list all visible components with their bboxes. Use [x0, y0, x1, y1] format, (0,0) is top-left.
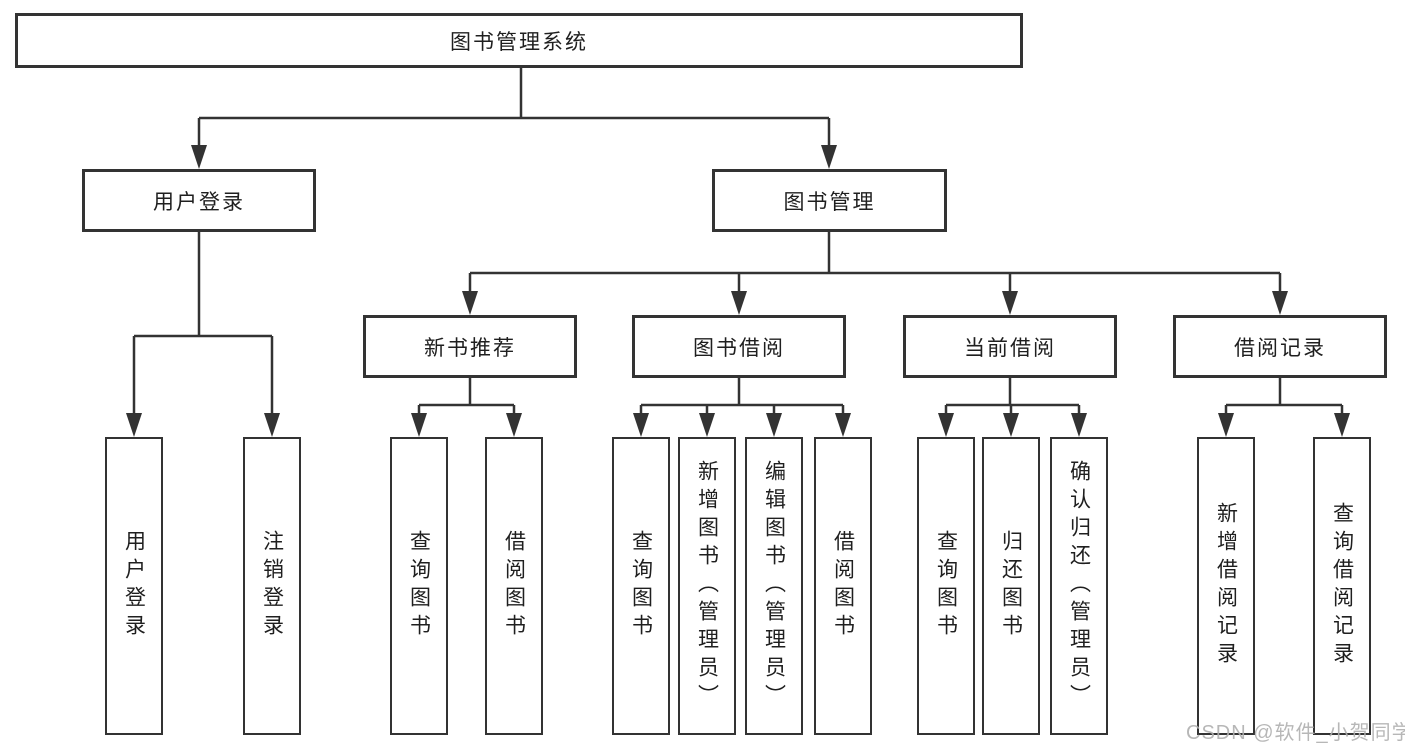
arrowhead [462, 291, 478, 315]
arrowhead [1002, 291, 1018, 315]
node-current-borrow: 当前借阅 [903, 315, 1117, 378]
arrowhead [1272, 291, 1288, 315]
arrowhead [411, 413, 427, 437]
leaf-label: 查询图书 [407, 530, 431, 642]
leaf-label: 借阅图书 [502, 530, 526, 642]
leaf-query-books-borrow: 查询图书 [612, 437, 670, 735]
leaf-label: 查询图书 [934, 530, 958, 642]
leaf-label: 归还图书 [999, 530, 1023, 642]
arrowhead [264, 413, 280, 437]
leaf-label: 新增图书（管理员） [695, 460, 719, 712]
arrowhead [506, 413, 522, 437]
node-book-management: 图书管理 [712, 169, 947, 232]
leaf-query-books-recommend: 查询图书 [390, 437, 448, 735]
arrowhead [1218, 413, 1234, 437]
arrowhead [938, 413, 954, 437]
arrowhead [633, 413, 649, 437]
arrowhead [1334, 413, 1350, 437]
node-new-book-recommend: 新书推荐 [363, 315, 577, 378]
arrowhead [126, 413, 142, 437]
leaf-label: 借阅图书 [831, 530, 855, 642]
leaf-query-borrow-record: 查询借阅记录 [1313, 437, 1371, 735]
leaf-label: 查询图书 [629, 530, 653, 642]
node-user-login: 用户登录 [82, 169, 316, 232]
arrowhead [766, 413, 782, 437]
node-borrow-records: 借阅记录 [1173, 315, 1387, 378]
leaf-edit-books-admin: 编辑图书（管理员） [745, 437, 803, 735]
arrowhead [821, 145, 837, 169]
arrowhead [1003, 413, 1019, 437]
leaf-label: 确认归还（管理员） [1067, 460, 1091, 712]
leaf-logout: 注销登录 [243, 437, 301, 735]
arrowhead [191, 145, 207, 169]
arrowhead [699, 413, 715, 437]
leaf-label: 注销登录 [260, 530, 284, 642]
leaf-user-login: 用户登录 [105, 437, 163, 735]
leaf-return-books: 归还图书 [982, 437, 1040, 735]
node-root-library-management-system: 图书管理系统 [15, 13, 1023, 68]
connector-stems [132, 68, 1344, 419]
node-book-borrow: 图书借阅 [632, 315, 846, 378]
leaf-label: 新增借阅记录 [1214, 502, 1238, 670]
csdn-watermark: CSDN @软件_小贺同学 [1186, 722, 1405, 744]
leaf-confirm-return-admin: 确认归还（管理员） [1050, 437, 1108, 735]
leaf-add-books-admin: 新增图书（管理员） [678, 437, 736, 735]
leaf-label: 用户登录 [122, 530, 146, 642]
arrowhead [835, 413, 851, 437]
leaf-label: 编辑图书（管理员） [762, 460, 786, 712]
arrowhead [731, 291, 747, 315]
leaf-query-books-current: 查询图书 [917, 437, 975, 735]
leaf-label: 查询借阅记录 [1330, 502, 1354, 670]
leaf-add-borrow-record: 新增借阅记录 [1197, 437, 1255, 735]
arrowheads [126, 145, 1350, 437]
leaf-borrow-books-recommend: 借阅图书 [485, 437, 543, 735]
arrowhead [1071, 413, 1087, 437]
leaf-borrow-books: 借阅图书 [814, 437, 872, 735]
